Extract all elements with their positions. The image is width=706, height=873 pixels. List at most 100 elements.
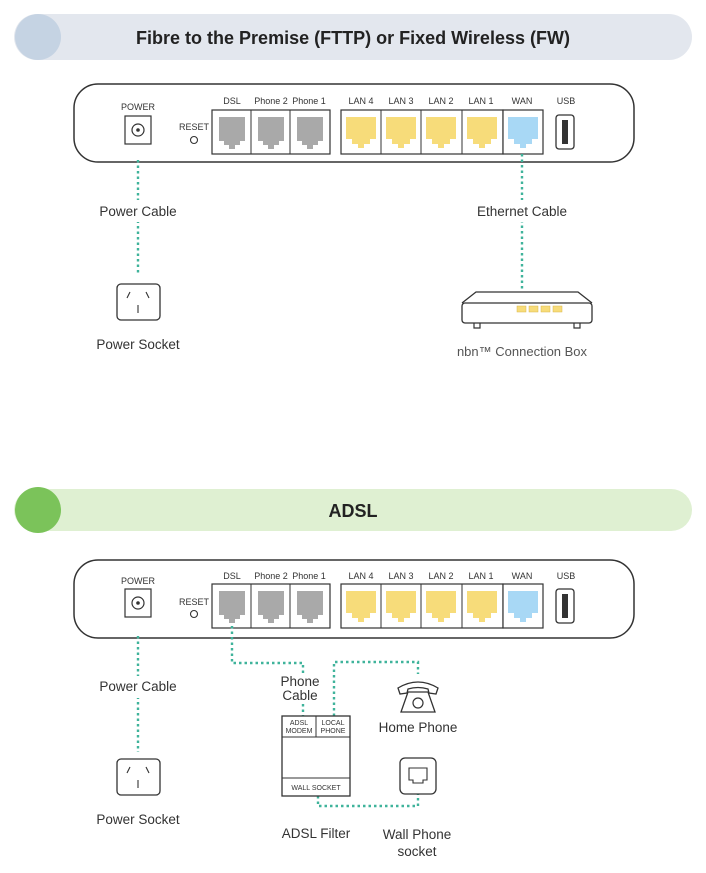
port-label-usb: USB <box>557 571 576 581</box>
usb-slot <box>562 594 568 618</box>
phone2-port <box>258 117 284 149</box>
socket-pin <box>145 766 150 774</box>
port-label-wan: WAN <box>512 571 533 581</box>
banner-dot-adsl <box>15 487 61 533</box>
banner-title-fttp: Fibre to the Premise (FTTP) or Fixed Wir… <box>136 28 570 48</box>
lan4-port <box>346 591 376 622</box>
filter-wall-label: WALL SOCKET <box>291 785 341 792</box>
port-label-usb: USB <box>557 96 576 106</box>
port-label-lan2: LAN 2 <box>428 571 453 581</box>
phone1-port <box>297 591 323 623</box>
filter-modem-label-1: ADSL <box>290 720 308 727</box>
lan3-port <box>386 117 416 148</box>
phone-handset <box>397 681 439 695</box>
banner-fttp <box>14 14 692 60</box>
wan-port <box>508 117 538 148</box>
power-cable-label: Power Cable <box>99 204 176 219</box>
lan3-port <box>386 591 416 622</box>
socket-pin <box>126 291 131 299</box>
power-label: POWER <box>121 102 156 112</box>
phone-cable-label-1: Phone <box>280 674 319 689</box>
wall-phone-label-2: socket <box>397 844 436 859</box>
port-label-lan4: LAN 4 <box>348 96 373 106</box>
port-label-dsl: DSL <box>223 571 241 581</box>
port-label-wan: WAN <box>512 96 533 106</box>
nbn-box-body <box>461 302 593 324</box>
nbn-box-icon <box>461 291 593 329</box>
reset-button <box>189 609 199 619</box>
home-phone-icon <box>397 681 439 713</box>
phone-cable-line <box>230 626 305 716</box>
reset-label: RESET <box>179 122 210 132</box>
banner-dot-fttp <box>15 14 61 60</box>
banner-title-adsl: ADSL <box>329 501 378 521</box>
reset-button <box>189 135 199 145</box>
port-label-lan2: LAN 2 <box>428 96 453 106</box>
dsl-port <box>219 591 245 623</box>
port-label-lan1: LAN 1 <box>468 571 493 581</box>
wall-phone-socket-icon <box>399 757 437 795</box>
section-adsl: ADSL POWER RESET DSL Phone 2 Phone 1 LAN… <box>14 487 692 859</box>
socket-pin <box>126 766 131 774</box>
dsl-port <box>219 117 245 149</box>
nbn-box-top <box>461 291 593 304</box>
filter-phone-label-1: LOCAL <box>322 720 345 727</box>
port-label-dsl: DSL <box>223 96 241 106</box>
power-label: POWER <box>121 576 156 586</box>
ethernet-cable-label: Ethernet Cable <box>477 204 567 219</box>
phone-dial <box>412 697 424 709</box>
power-socket-label: Power Socket <box>96 812 180 827</box>
wall-socket-cable-line <box>316 794 420 808</box>
nbn-box-foot <box>473 323 581 329</box>
banner-adsl <box>14 489 692 531</box>
phone2-port <box>258 591 284 623</box>
reset-label: RESET <box>179 597 210 607</box>
nbn-port <box>540 305 551 313</box>
section-fttp: Fibre to the Premise (FTTP) or Fixed Wir… <box>14 14 692 359</box>
nbn-port <box>552 305 563 313</box>
lan2-port <box>426 591 456 622</box>
phone1-port <box>297 117 323 149</box>
lan1-port <box>467 591 497 622</box>
lan2-port <box>426 117 456 148</box>
wall-phone-label-1: Wall Phone <box>383 827 452 842</box>
wan-port <box>508 591 538 622</box>
power-port-pin <box>136 128 140 132</box>
usb-slot <box>562 120 568 144</box>
lan4-port <box>346 117 376 148</box>
power-port-ring <box>131 123 145 137</box>
nbn-port <box>528 305 539 313</box>
power-socket-icon <box>116 758 161 796</box>
adsl-filter-label: ADSL Filter <box>282 826 351 841</box>
filter-phone-label-2: PHONE <box>321 728 346 735</box>
port-label-lan4: LAN 4 <box>348 571 373 581</box>
port-label-phone2: Phone 2 <box>254 571 288 581</box>
power-port-ring <box>131 596 145 610</box>
socket-pin <box>145 291 150 299</box>
port-label-lan3: LAN 3 <box>388 96 413 106</box>
port-label-phone2: Phone 2 <box>254 96 288 106</box>
label-bg <box>95 676 183 698</box>
port-label-phone1: Phone 1 <box>292 96 326 106</box>
adsl-filter-icon: ADSL MODEM LOCAL PHONE WALL SOCKET <box>281 715 351 797</box>
filter-modem-label-2: MODEM <box>286 728 313 735</box>
power-cable-label: Power Cable <box>99 679 176 694</box>
lan1-port <box>467 117 497 148</box>
nbn-box-label: nbn™ Connection Box <box>457 344 588 359</box>
port-label-lan1: LAN 1 <box>468 96 493 106</box>
wall-socket-jack <box>408 767 428 784</box>
home-phone-cable-line <box>332 660 420 716</box>
power-port-pin <box>136 601 140 605</box>
power-socket-icon <box>116 283 161 321</box>
router-adsl: POWER RESET DSL Phone 2 Phone 1 LAN 4 LA… <box>73 559 635 639</box>
router-fttp: POWER RESET DSL Phone 2 Phone 1 LAN 4 LA… <box>73 83 635 163</box>
label-bg <box>472 200 572 222</box>
phone-base <box>400 691 436 713</box>
power-socket-label: Power Socket <box>96 337 180 352</box>
label-bg <box>95 200 183 222</box>
port-label-phone1: Phone 1 <box>292 571 326 581</box>
nbn-port <box>516 305 527 313</box>
phone-cable-label-2: Cable <box>282 688 317 703</box>
port-label-lan3: LAN 3 <box>388 571 413 581</box>
